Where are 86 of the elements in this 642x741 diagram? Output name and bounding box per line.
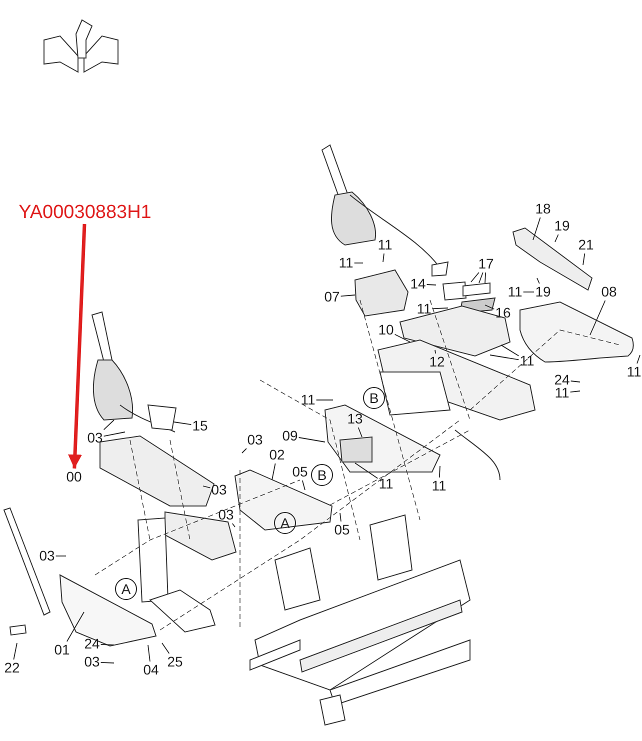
callout-number: 10 (378, 322, 394, 338)
leader-line (100, 644, 114, 646)
leader-line (103, 432, 126, 437)
leader-line (532, 217, 541, 240)
callout-number: 24 (554, 372, 570, 388)
leader-line (490, 354, 520, 360)
leader-line (426, 284, 436, 286)
leader-line (470, 272, 480, 282)
callout-number: 11 (378, 238, 392, 252)
callout-number: 12 (429, 354, 445, 370)
leader-line (434, 350, 436, 354)
callout-number: 25 (167, 654, 183, 670)
callout-number: 19 (554, 218, 570, 234)
callout-number: 04 (143, 662, 159, 678)
leader-line (272, 463, 276, 480)
leader-line (162, 642, 170, 654)
callout-number: 03 (87, 430, 103, 446)
leader-line (536, 278, 540, 284)
part-number: YA00030883H1 (18, 203, 152, 223)
callout-number: 00 (66, 470, 82, 484)
leader-line (232, 523, 236, 528)
arrow (68, 224, 86, 469)
callout-number: 11 (626, 364, 642, 380)
circled-letter: B (311, 464, 333, 486)
callout-number: 11 (554, 386, 570, 400)
callout-number: 16 (495, 306, 511, 320)
leader-line (148, 644, 150, 662)
callout-number: 11 (416, 302, 432, 316)
callout-number: 11 (520, 354, 534, 368)
callout-number: 13 (347, 412, 363, 426)
leader-line (484, 272, 486, 284)
callout-number: 11 (338, 256, 354, 270)
callout-number: 03 (84, 654, 100, 670)
callout-number: 22 (4, 660, 20, 676)
leader-line (242, 448, 247, 454)
callout-number: 07 (324, 290, 340, 304)
leader-line (13, 642, 18, 660)
callout-number: 08 (601, 284, 617, 300)
callout-number: 11 (378, 476, 394, 492)
callout-number: 11 (508, 284, 522, 300)
callout-number: 11 (300, 392, 316, 408)
leader-line (174, 422, 192, 426)
leader-line (570, 390, 580, 393)
callout-number: 01 (54, 642, 70, 658)
callout-number: 05 (292, 464, 308, 480)
callout-number: 24 (84, 636, 100, 652)
leader-line (100, 662, 114, 664)
leader-line (340, 512, 342, 522)
callout-number: 03 (218, 508, 234, 522)
leader-line (302, 480, 306, 490)
leader-line (298, 437, 326, 442)
callout-number: 09 (282, 428, 298, 444)
callout-number: 11 (432, 478, 446, 494)
callout-number: 02 (269, 448, 285, 462)
leader-line (394, 334, 410, 342)
leader-line (570, 380, 580, 382)
callout-number: 14 (410, 276, 426, 292)
leader-line (103, 420, 114, 430)
callout-number: 15 (192, 418, 208, 434)
leader-line (382, 253, 384, 262)
callout-number: 05 (334, 522, 350, 538)
callout-number: 21 (578, 238, 594, 252)
leader-line (354, 262, 364, 264)
leader-line (554, 234, 559, 242)
leader-line (500, 344, 520, 356)
leader-line (636, 354, 640, 364)
leader-line (478, 272, 484, 284)
callout-number: 03 (39, 548, 55, 564)
leader-line (354, 462, 378, 479)
leader-line (438, 466, 440, 478)
leader-line (340, 294, 356, 297)
leader-line (590, 300, 606, 336)
callout-number: 17 (478, 256, 494, 272)
callout-number: 03 (247, 432, 263, 448)
leader-line (358, 427, 362, 438)
callout-number: 19 (535, 284, 551, 300)
leader-line (432, 308, 448, 310)
leader-line (582, 253, 586, 266)
callout-number: 18 (535, 202, 551, 216)
leader-line (66, 612, 84, 642)
circled-letter: A (274, 512, 296, 534)
circled-letter: A (115, 578, 137, 600)
circled-letter: B (363, 387, 385, 409)
callout-number: 03 (211, 482, 227, 498)
leader-line (202, 486, 211, 488)
leader-line (484, 304, 495, 310)
